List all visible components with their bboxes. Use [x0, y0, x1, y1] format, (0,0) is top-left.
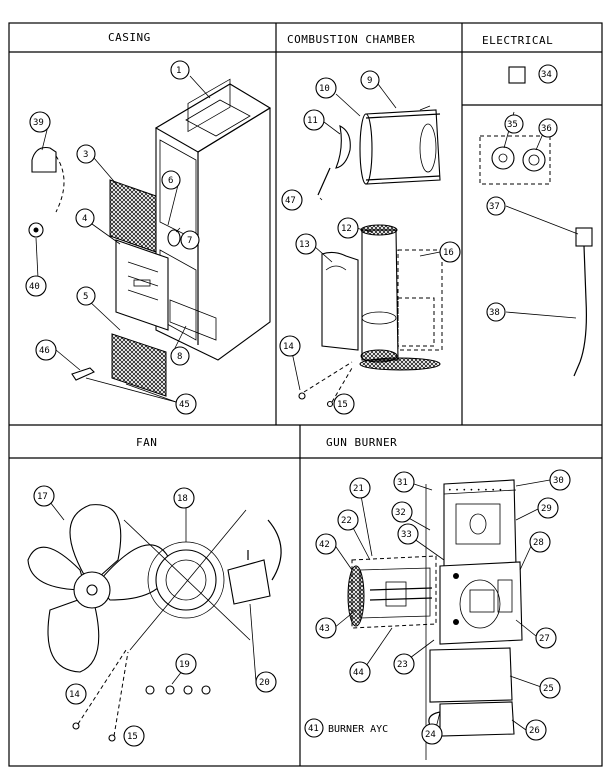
part-label: 35 [507, 120, 518, 130]
part-label: 26 [529, 726, 540, 736]
part-label: 46 [39, 346, 50, 356]
combustion-drawing [291, 83, 443, 408]
part-label: 29 [541, 504, 552, 514]
part-label: 10 [319, 84, 330, 94]
part-label: 28 [533, 538, 544, 548]
part-label: 16 [443, 248, 454, 258]
part-label: 3 [83, 150, 88, 160]
section-title-fan: FAN [136, 436, 157, 449]
section-title-electrical: ELECTRICAL [482, 34, 553, 47]
panel-frame [8, 22, 603, 767]
part-label: 24 [425, 730, 436, 740]
part-label: 15 [127, 732, 138, 742]
svg-text:• • • • • • • •: • • • • • • • • [448, 487, 502, 494]
section-title-gun-burner: GUN BURNER [326, 436, 397, 449]
section-title-casing: CASING [108, 31, 151, 44]
part-label: 17 [37, 492, 48, 502]
part-label: 38 [489, 308, 500, 318]
part-label: 34 [541, 70, 552, 80]
combustion-callouts: 10 9 11 47 12 13 16 14 15 [279, 70, 461, 415]
assembly-number: 41 [308, 724, 319, 734]
part-label: 12 [341, 224, 352, 234]
part-label: 32 [395, 508, 406, 518]
fan-callouts: 17 18 20 19 14 15 [33, 485, 277, 747]
part-label: 39 [33, 118, 44, 128]
casing-callouts: 1 39 3 6 4 7 40 5 46 8 45 [25, 60, 200, 415]
part-label: 27 [539, 634, 550, 644]
part-label: 47 [285, 196, 296, 206]
part-label: 33 [401, 530, 412, 540]
part-label: 37 [489, 202, 500, 212]
part-label: 9 [367, 76, 372, 86]
part-label: 31 [397, 478, 408, 488]
part-label: 1 [176, 66, 181, 76]
assembly-text: BURNER AYC [328, 724, 388, 735]
part-label: 22 [341, 516, 352, 526]
section-title-combustion: COMBUSTION CHAMBER [287, 33, 415, 46]
part-label: 25 [543, 684, 554, 694]
gun-burner-drawing: • • • • • • • • [333, 479, 551, 760]
part-label: 43 [319, 624, 330, 634]
part-label: 45 [179, 400, 190, 410]
part-label: 42 [319, 540, 330, 550]
part-label: 14 [69, 690, 80, 700]
part-label: 18 [177, 494, 188, 504]
part-label: 6 [168, 176, 173, 186]
part-label: 36 [541, 124, 552, 134]
part-label: 21 [353, 484, 364, 494]
part-label: 30 [553, 476, 564, 486]
part-label: 44 [353, 668, 364, 678]
electrical-drawing [479, 66, 593, 377]
part-label: 8 [177, 352, 182, 362]
part-label: 7 [187, 236, 192, 246]
part-label: 5 [83, 292, 88, 302]
part-label: 15 [337, 400, 348, 410]
part-label: 14 [283, 342, 294, 352]
gun-burner-callouts: 31 30 21 32 29 22 33 28 42 43 27 44 23 2… [315, 469, 571, 745]
part-label: 20 [259, 678, 270, 688]
burner-assembly-note: 41 BURNER AYC [304, 718, 388, 738]
part-label: 23 [397, 660, 408, 670]
part-label: 40 [29, 282, 40, 292]
fan-drawing [27, 501, 282, 742]
part-label: 4 [82, 214, 87, 224]
casing-drawing [28, 75, 272, 403]
part-label: 19 [179, 660, 190, 670]
part-label: 13 [299, 240, 310, 250]
part-label: 11 [307, 116, 318, 126]
electrical-callouts: 34 35 36 37 38 [486, 64, 558, 322]
